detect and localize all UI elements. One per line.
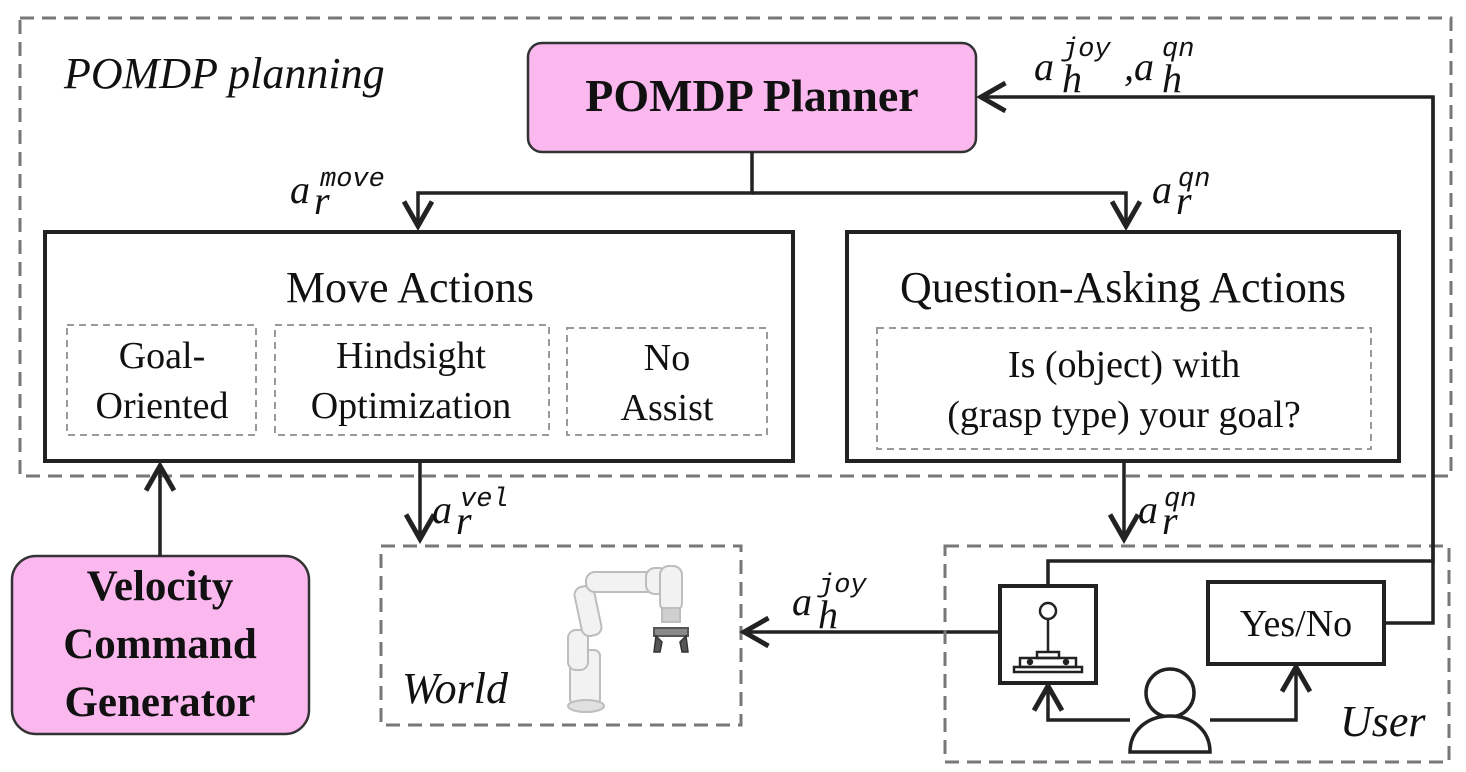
svg-text:h: h [1062,56,1082,101]
move-actions-title: Move Actions [286,263,534,312]
goal-oriented-option [66,324,257,436]
hindsight-optimization-line2: Optimization [311,385,512,427]
person-icon [1128,667,1212,754]
world-label: World [402,664,509,713]
velocity-generator-line3: Generator [64,679,255,726]
svg-text:vel: vel [460,485,509,515]
user-region [943,544,1451,764]
move-actions-box [43,230,795,463]
hindsight-optimization-option [274,324,550,436]
svg-text:h: h [1162,56,1182,101]
planner-to-question-wire [752,191,1143,231]
hindsight-optimization-line1: Hindsight [336,335,486,377]
user-label: User [1340,697,1426,746]
robot-arm-icon [567,565,689,713]
svg-text:joy: joy [1061,35,1111,65]
question-example-line1: Is (object) with [1008,344,1240,386]
svg-text:r: r [1176,178,1192,223]
question-actions-box [845,230,1401,463]
svg-text:a: a [1134,44,1154,89]
yes-no-label: Yes/No [1240,603,1352,645]
svg-text:qn: qn [1162,35,1194,65]
velocity-generator-line2: Command [63,621,257,668]
question-example-line2: (grasp type) your goal? [947,394,1301,436]
pomdp-planning-label: POMDP planning [63,49,385,98]
svg-text:qn: qn [1164,485,1196,515]
svg-text:qn: qn [1178,165,1210,195]
question-example-box [876,327,1372,450]
velocity-generator-line1: Velocity [87,563,234,610]
yesno-feedback-wire [976,80,1435,625]
svg-text:r: r [456,498,472,543]
label-a-h-joy-qn: a joy h , a qn h [1034,35,1194,101]
label-a-h-joy-world: a joy h [792,571,867,637]
planner-split-wire [401,152,754,231]
svg-text:r: r [1162,498,1178,543]
svg-text:joy: joy [817,571,867,601]
question-actions-title: Question-Asking Actions [900,263,1346,312]
goal-oriented-line2: Oriented [96,385,229,427]
svg-text:,: , [1124,44,1134,89]
svg-text:a: a [1034,44,1054,89]
svg-text:a: a [432,487,452,532]
label-a-r-vel: a vel r [432,485,509,543]
goal-oriented-line1: Goal- [119,335,206,377]
svg-text:r: r [314,178,330,223]
svg-text:move: move [320,165,385,195]
svg-text:h: h [818,592,838,637]
label-a-r-move: a move r [290,165,385,223]
svg-text:a: a [1138,487,1158,532]
label-a-r-qn-top: a qn r [1152,165,1210,223]
svg-text:a: a [1152,167,1172,212]
joystick-icon [1012,601,1084,674]
svg-text:a: a [792,579,812,624]
no-assist-line1: No [644,337,690,379]
label-a-r-qn-bottom: a qn r [1138,485,1196,543]
person-to-joystick-wire [1031,681,1130,722]
no-assist-option [566,327,768,436]
no-assist-line2: Assist [621,387,714,429]
svg-text:a: a [290,167,310,212]
pomdp-planner-label: POMDP Planner [585,70,918,121]
pomdp-planning-region [18,16,1453,478]
person-to-yesno-wire [1210,662,1313,722]
